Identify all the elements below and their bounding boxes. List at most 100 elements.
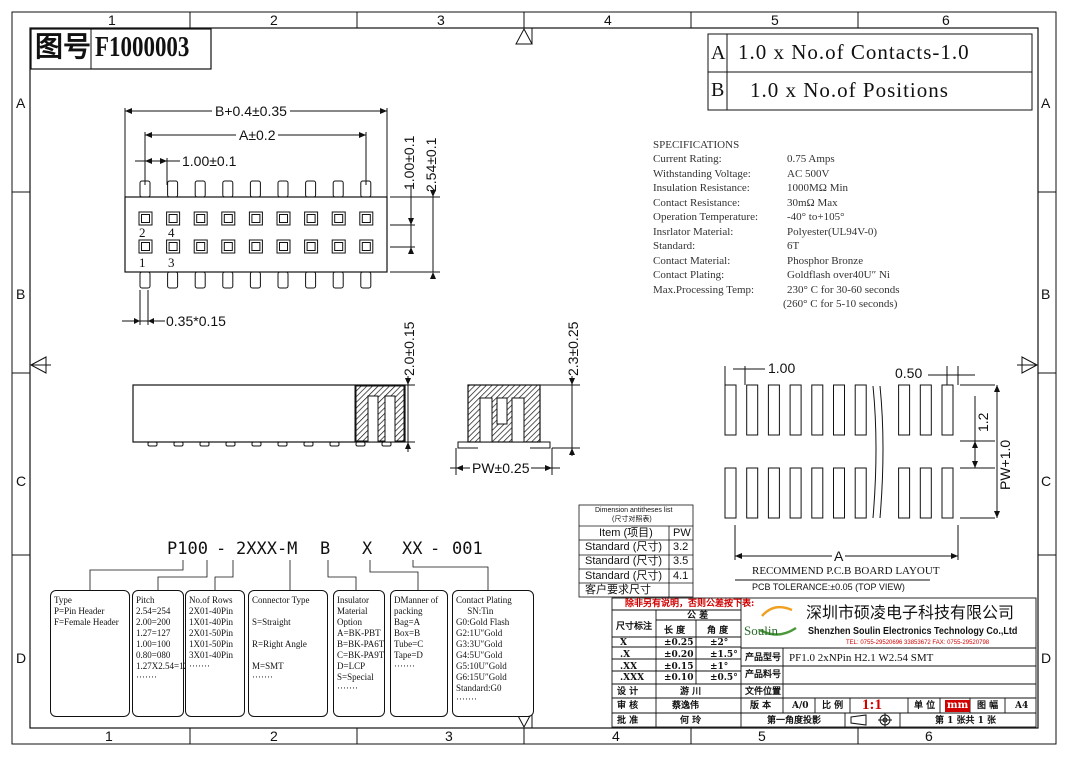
pcb-dim-a: A [832, 548, 846, 564]
contact-cavity [221, 239, 236, 254]
spec-value: AC 500V [787, 167, 830, 180]
contact-cavity [331, 211, 346, 226]
code-box-packing: DManner of packing Bag=A Box=B Tube=C Ta… [390, 590, 448, 717]
pcb-pad [789, 467, 802, 519]
zone-bottom-5: 5 [758, 728, 766, 744]
contact-cavity [276, 211, 291, 226]
side-foot [355, 441, 366, 447]
zone-bottom-1: 1 [105, 728, 113, 744]
dim-list-pw: 4.1 [673, 569, 689, 582]
zone-left-a: A [16, 95, 26, 111]
code-rows: 2XXX-M [236, 539, 298, 559]
tb-size-label: 图 幅 [977, 701, 999, 711]
dim-list-item: Standard (尺寸) [585, 569, 663, 582]
contact-cavity [248, 239, 263, 254]
lead-bottom [222, 271, 234, 289]
pcb-pad [941, 467, 954, 519]
company-name-en: Shenzhen Soulin Electronics Technology C… [808, 626, 1018, 637]
dim-pin-size: 0.35*0.15 [166, 313, 226, 329]
pcb-pad [746, 384, 759, 436]
spec-value: 0.75 Amps [787, 153, 835, 165]
lead-bottom [305, 271, 317, 289]
tolerance-cell: ±0.20 [664, 649, 694, 660]
pin-label-1: 1 [139, 255, 146, 270]
tolerance-cell: X [620, 638, 627, 648]
tolerance-cell: .XX [620, 661, 638, 672]
code-box-connector: Connector Type S=Straight R=Right Angle … [248, 590, 328, 717]
spec-value: 6T [787, 240, 800, 252]
pin-label-4: 4 [168, 225, 175, 240]
dim-list-item: 客户要求尺寸 [585, 583, 651, 596]
dim-row-2: 2.54±0.1 [423, 137, 439, 192]
code-box-pitch: Pitch 2.54=254 2.00=200 1.27=127 1.00=10… [132, 590, 193, 717]
side-foot [329, 441, 340, 447]
dim-list-pw: 3.5 [673, 555, 689, 568]
tolerance-cell: ±0.15 [664, 661, 694, 672]
spec-value: Phosphor Bronze [787, 254, 864, 267]
tolerance-cell: ±0.10 [664, 673, 694, 684]
zone-top-6: 6 [942, 12, 950, 28]
drawing-no-label: 图号 [35, 32, 92, 63]
tb-approve-label: 批 准 [617, 716, 639, 726]
pcb-pad [898, 384, 911, 436]
tb-tolerance-label: 尺寸标注 [616, 622, 653, 632]
tb-unit-label: 单 位 [914, 701, 936, 711]
dim-end-height: 2.3±0.25 [565, 321, 581, 376]
tolerance-cell: ±1° [710, 661, 729, 672]
spec-value: Goldflash over40U″ Ni [787, 269, 890, 281]
company-logo: Soulin [744, 623, 778, 638]
pcb-pad [833, 384, 845, 436]
tb-design-name: 游 川 [680, 687, 702, 697]
contact-cavity [276, 239, 291, 254]
pcb-pad [854, 467, 867, 519]
spec-label: Operation Temperature: [653, 211, 759, 223]
dim-list-subtitle: (尺寸对照表) [612, 516, 652, 523]
lead-bottom [167, 271, 179, 289]
spec-value: -40° to+105° [787, 211, 845, 223]
code-box-connector-text: Connector Type S=Straight R=Right Angle … [252, 595, 310, 682]
pcb-dim-pitch: 1.00 [768, 360, 796, 376]
spec-label: Max.Processing Temp: [653, 283, 755, 296]
tolerance-cell: .XXX [620, 673, 645, 684]
tb-col-length: 长 度 [664, 626, 686, 636]
side-foot [147, 441, 158, 447]
side-foot [251, 441, 262, 447]
code-box-rows: No.of Rows 2X01-40Pin 1X01-40Pin 2X01-50… [185, 590, 245, 717]
lead-top [277, 180, 289, 198]
dim-list-head-item: Item (项目) [599, 527, 653, 539]
contact-cavity [331, 239, 346, 254]
spec-label: Contact Plating: [653, 269, 725, 281]
tb-version-label: 版 本 [750, 701, 772, 711]
spec-label: Standard: [653, 240, 696, 252]
contact-cavity [221, 211, 236, 226]
spec-label: Contact Resistance: [653, 196, 741, 209]
zone-bottom-6: 6 [925, 728, 933, 744]
zone-left-c: C [16, 473, 27, 489]
contact-cavity [248, 211, 263, 226]
tb-scale-label: 比 例 [822, 701, 844, 711]
spec-value: Polyester(UL94V-0) [787, 225, 878, 238]
company-name-cn: 深圳市硕凌电子科技有限公司 [806, 605, 1015, 622]
tb-part-no-label: 产品料号 [745, 670, 782, 680]
zone-left-d: D [16, 650, 27, 666]
tb-review-name: 蔡逸伟 [672, 701, 700, 711]
pcb-pad [941, 384, 954, 436]
spec-value: 230° C for 30-60 seconds [787, 283, 900, 296]
code-box-pitch-text: Pitch 2.54=254 2.00=200 1.27=127 1.00=10… [136, 595, 193, 682]
lead-bottom [249, 271, 261, 289]
zone-right-d: D [1041, 650, 1052, 666]
zone-top-3: 3 [437, 12, 445, 28]
pcb-dim-pw: PW+1.0 [997, 439, 1013, 490]
tb-review-label: 审 核 [617, 701, 639, 711]
lead-top [167, 180, 179, 198]
code-box-plating-text: Contact Plating SN:Tin G0:Gold Flash G2:… [456, 595, 512, 704]
tb-projection: 第一角度投影 [767, 716, 822, 726]
lead-bottom [139, 271, 151, 289]
pcb-dim-pad-len: 1.2 [975, 412, 991, 432]
pcb-dim-pad: 0.50 [895, 365, 923, 381]
zone-top-4: 4 [604, 12, 612, 28]
side-foot [173, 441, 184, 447]
pin-label-3: 3 [168, 255, 175, 270]
pcb-tolerance: PCB TOLERANCE:±0.05 (TOP VIEW) [752, 582, 905, 592]
pcb-pad [724, 384, 737, 436]
